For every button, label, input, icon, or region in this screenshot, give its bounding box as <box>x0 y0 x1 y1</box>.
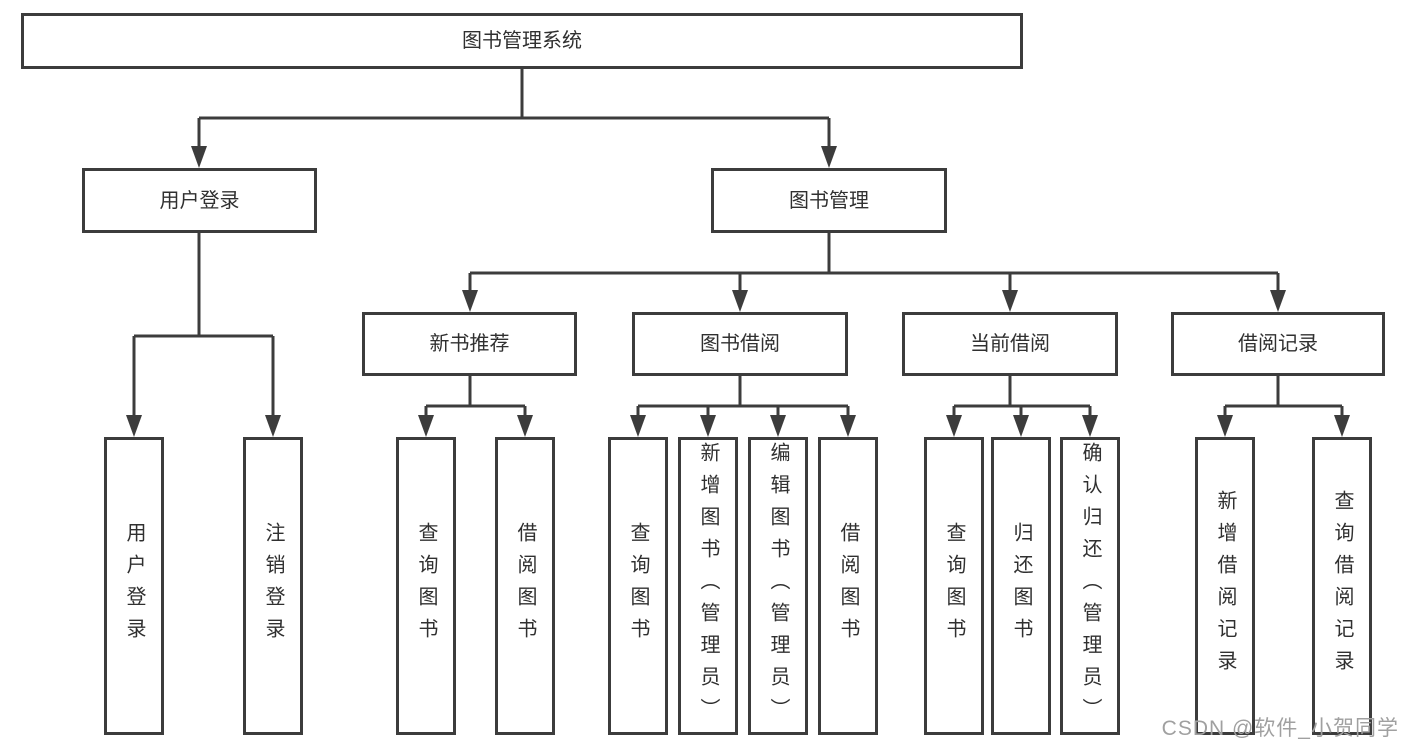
node-current-borrowing: 当前借阅 <box>902 312 1118 376</box>
node-label: 当前借阅 <box>970 333 1050 355</box>
leaf-query-books-current: 查询图书 <box>924 437 984 735</box>
leaf-borrow-books: 借阅图书 <box>818 437 878 735</box>
leaf-label: 借阅图书 <box>514 522 536 650</box>
leaf-query-books-recommend: 查询图书 <box>396 437 456 735</box>
leaf-label: 借阅图书 <box>837 522 859 650</box>
leaf-label: 查询借阅记录 <box>1331 490 1353 682</box>
leaf-edit-books-admin: 编辑图书（管理员） <box>748 437 808 735</box>
leaf-confirm-return-admin: 确认归还（管理员） <box>1060 437 1120 735</box>
node-label: 用户登录 <box>159 189 240 212</box>
node-new-book-recommend: 新书推荐 <box>362 312 577 376</box>
leaf-borrow-books-recommend: 借阅图书 <box>495 437 555 735</box>
arrowheads <box>126 146 1350 437</box>
leaf-query-borrow-record: 查询借阅记录 <box>1312 437 1372 735</box>
node-label: 图书借阅 <box>700 333 780 355</box>
node-user-login-module: 用户登录 <box>82 168 317 233</box>
leaf-label: 查询图书 <box>415 522 437 650</box>
leaf-query-books-borrowing: 查询图书 <box>608 437 668 735</box>
node-borrowing-records: 借阅记录 <box>1171 312 1385 376</box>
leaf-return-books: 归还图书 <box>991 437 1051 735</box>
leaf-user-login: 用户登录 <box>104 437 164 735</box>
node-book-management-module: 图书管理 <box>711 168 947 233</box>
leaf-add-borrow-record: 新增借阅记录 <box>1195 437 1255 735</box>
leaf-add-books-admin: 新增图书（管理员） <box>678 437 738 735</box>
leaf-label: 归还图书 <box>1010 522 1032 650</box>
node-label: 借阅记录 <box>1238 333 1318 355</box>
node-library-management-system: 图书管理系统 <box>21 13 1023 69</box>
leaf-label: 查询图书 <box>627 522 649 650</box>
node-book-borrowing: 图书借阅 <box>632 312 848 376</box>
leaf-label: 编辑图书（管理员） <box>767 442 789 730</box>
leaf-label: 新增图书（管理员） <box>697 442 719 730</box>
leaf-label: 用户登录 <box>123 522 145 650</box>
leaf-label: 注销登录 <box>262 522 284 650</box>
leaf-label: 确认归还（管理员） <box>1079 442 1101 730</box>
node-label: 图书管理 <box>789 189 869 212</box>
node-label: 图书管理系统 <box>462 30 582 52</box>
leaf-label: 新增借阅记录 <box>1214 490 1236 682</box>
leaf-logout: 注销登录 <box>243 437 303 735</box>
csdn-watermark: CSDN @软件_小贺同学 <box>1161 717 1399 740</box>
leaf-label: 查询图书 <box>943 522 965 650</box>
node-label: 新书推荐 <box>429 333 510 355</box>
